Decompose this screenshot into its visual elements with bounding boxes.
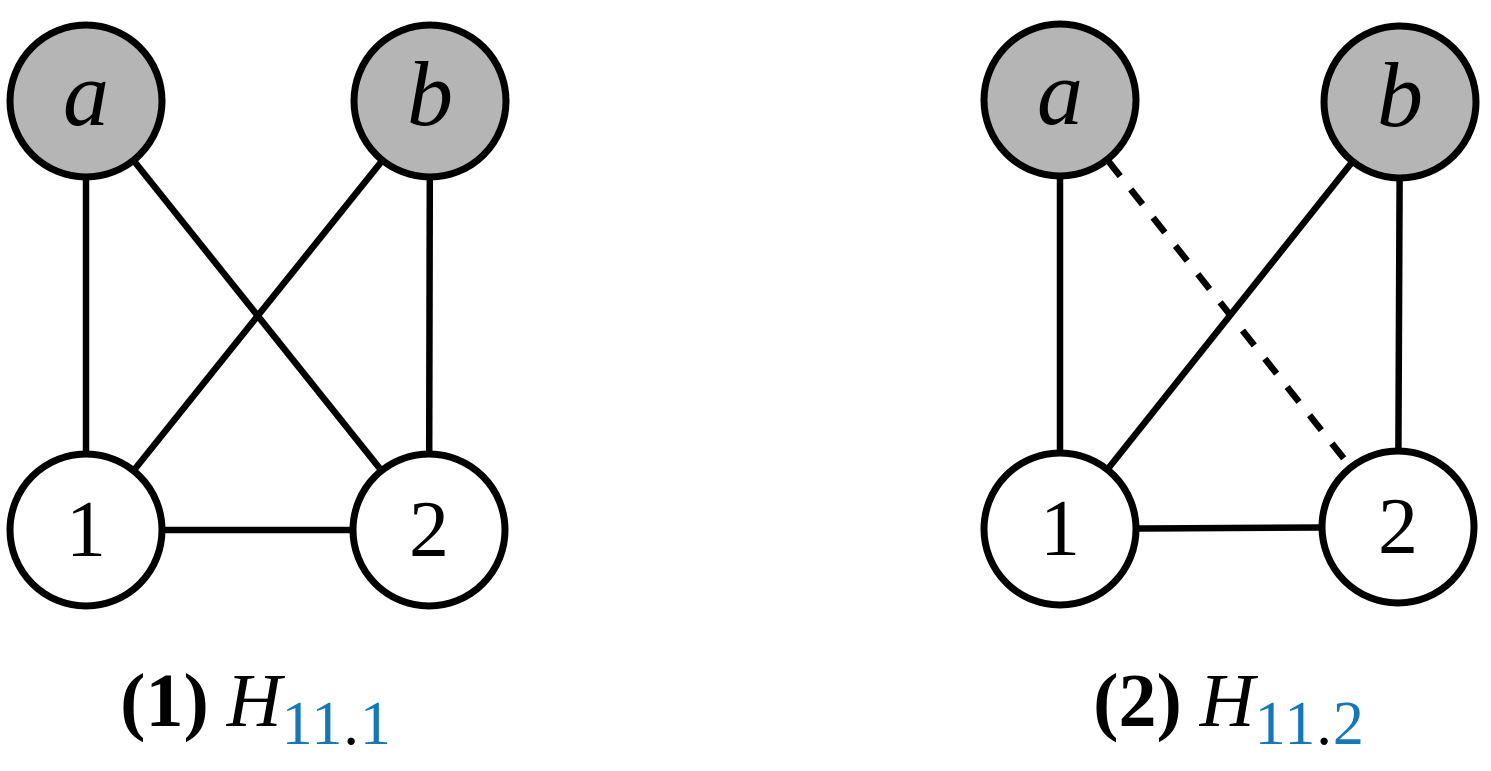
node-2-label-H11.2: 2 <box>1378 483 1418 571</box>
node-b-label-H11.1: b <box>407 43 453 145</box>
node-b-circle-H11.2 <box>1320 22 1480 182</box>
caption-1-symbol: H <box>226 659 282 743</box>
node-a-label-H11.2: a <box>1037 42 1083 144</box>
caption-graph-1: (1)H11.1 <box>120 659 392 758</box>
caption-2-subscript: 11.2 <box>1255 690 1365 758</box>
caption-1-subscript-dot: . <box>343 690 360 758</box>
node-b-label-H11.2: b <box>1377 44 1423 146</box>
caption-1-subscript: 11.1 <box>282 690 392 758</box>
caption-2-index-label: (2) <box>1093 659 1182 743</box>
caption-2-subscript-index: 2 <box>1332 690 1365 758</box>
node-a-label-H11.1: a <box>63 43 109 145</box>
caption-2-subscript-dot: . <box>1316 690 1333 758</box>
node-2-circle-H11.2 <box>1318 447 1478 607</box>
node-1-circle-H11.1 <box>6 450 166 610</box>
node-1-circle-H11.2 <box>980 449 1140 609</box>
node-1-label-H11.1: 1 <box>66 486 106 574</box>
node-a-circle-H11.1 <box>6 21 166 181</box>
caption-1-subscript-index: 1 <box>359 690 392 758</box>
edge-b-2 <box>425 178 434 453</box>
node-1-label-H11.2: 1 <box>1040 485 1080 573</box>
edge-1-2 <box>1137 524 1321 532</box>
edge-b-2 <box>1395 179 1403 450</box>
caption-1-index-label: (1) <box>120 659 209 743</box>
edge-b-1 <box>1106 160 1354 471</box>
node-a-circle-H11.2 <box>980 20 1140 180</box>
caption-1-subscript-main: 11 <box>281 690 344 758</box>
caption-2-symbol: H <box>1199 659 1255 743</box>
caption-graph-2: (2)H11.2 <box>1093 659 1365 758</box>
edge-b-1 <box>132 159 384 472</box>
node-2-label-H11.1: 2 <box>409 486 449 574</box>
caption-2-subscript-main: 11 <box>1254 690 1317 758</box>
node-2-circle-H11.1 <box>349 450 509 610</box>
node-b-circle-H11.1 <box>350 21 510 181</box>
